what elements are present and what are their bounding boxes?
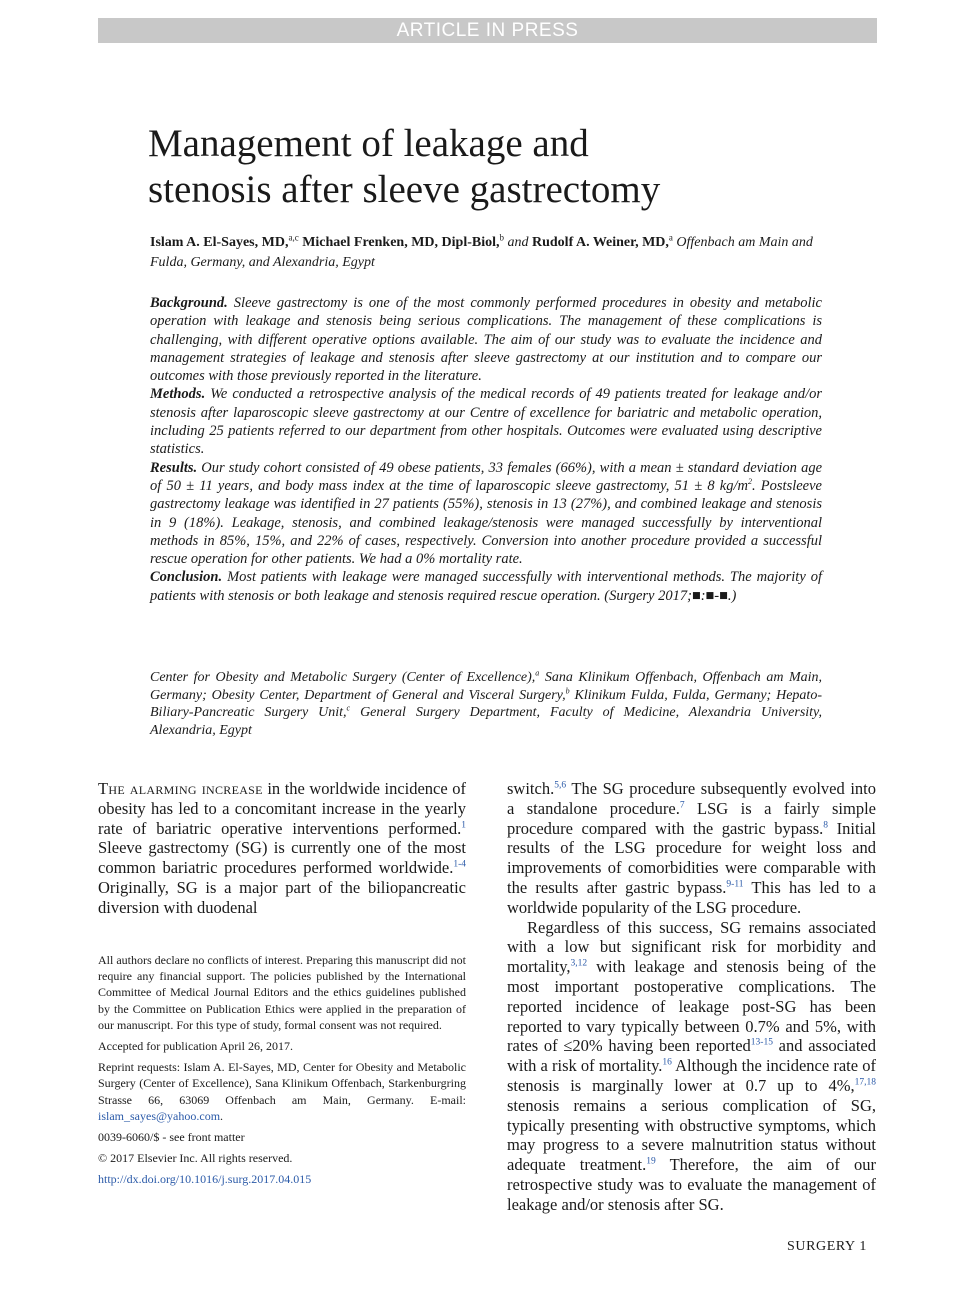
paragraph-2: Regardless of this success, SG remains a… [507,918,876,1215]
citation-link[interactable]: 13-15 [750,1037,773,1048]
p2-text-2: with leakage and stenosis being of the m… [507,957,877,1056]
citation-link[interactable]: 16 [662,1057,672,1068]
affil-text-4: General Surgery Department, Faculty of M… [150,705,822,738]
p2-text-5: stenosis remains a serious complication … [507,1095,876,1175]
citation-link[interactable]: 1 [461,820,466,831]
reprint-end: . [220,1108,224,1123]
author-location: Offenbach am Main and Fulda, Germany, an… [150,235,813,270]
p2-text-6: Therefore, the aim of our retrospective … [507,1155,876,1214]
abstract: Background. Sleeve gastrectomy is one of… [150,294,822,605]
author-list: Islam A. El-Sayes, MD,a,c Michael Frenke… [150,233,830,273]
conclusion-text: Most patients with leakage were managed … [150,569,822,604]
author-3: Rudolf A. Weiner, MD, [532,235,669,250]
author-conjunction: and [507,235,529,250]
doi-link[interactable]: http://dx.doi.org/10.1016/j.surg.2017.04… [98,1172,312,1187]
p1-text-2: The SG procedure subsequently evolved in… [507,779,877,818]
affil-sup-c: c [346,703,351,713]
author-2: Michael Frenken, MD, Dipl-Biol, [302,235,500,250]
abstract-background: Background. Sleeve gastrectomy is one of… [150,294,822,385]
title-line-1: Management of leakage and [148,122,589,165]
affiliations: Center for Obesity and Metabolic Surgery… [150,669,822,739]
author-2-affil: b [499,232,505,243]
reprint-text: Reprint requests: Islam A. El-Sayes, MD,… [98,1060,466,1107]
affil-sup-b: b [565,685,570,695]
results-superscript: 2 [747,477,752,487]
article-notes: All authors declare no conflicts of inte… [98,952,466,1193]
p2-text-1: Regardless of this success, SG remains a… [507,917,876,977]
p2-text-4: Although the incidence rate of stenosis … [507,1056,876,1095]
author-3-affil: a [668,232,673,243]
accepted-date: Accepted for publication April 26, 2017. [98,1039,293,1054]
citation-link[interactable]: 8 [823,820,829,831]
p1-text-4: Initial results of the LSG procedure for… [507,818,877,897]
author-1-affil: a,c [288,232,299,243]
body-column-right: switch.5,6 The SG procedure subsequently… [507,779,876,1215]
affil-sup-a: a [535,668,540,678]
intro-text-3: Originally, SG is a major part of the bi… [98,877,466,917]
reprint-requests: Reprint requests: Islam A. El-Sayes, MD,… [98,1059,466,1124]
citation-link[interactable]: 3,12 [570,958,588,969]
copyright-line: © 2017 Elsevier Inc. All rights reserved… [98,1151,293,1166]
article-in-press-banner: ARTICLE IN PRESS [98,18,877,43]
affil-text-1: Center for Obesity and Metabolic Surgery… [150,670,536,685]
affil-text-2: Sana Klinikum Offenbach, Offenbach am Ma… [150,670,822,703]
citation-link[interactable]: 1-4 [453,859,466,870]
results-text-b: . Postsleeve gastrectomy leakage was ide… [150,477,822,568]
issn-line: 0039-6060/$ - see front matter [98,1130,245,1145]
p1-text-1: switch. [507,779,555,798]
background-label: Background. [150,295,228,311]
article-title: Management of leakage and stenosis after… [148,121,868,213]
methods-label: Methods. [150,386,206,403]
results-text-a: Our study cohort consisted of 49 obese p… [150,459,823,494]
methods-text: We conducted a retrospective analysis of… [150,386,823,458]
citation-link[interactable]: 17,18 [854,1077,876,1088]
author-1: Islam A. El-Sayes, MD, [150,235,289,250]
email-link[interactable]: islam_sayes@yahoo.com [98,1108,221,1123]
intro-text-2: Sleeve gastrectomy (SG) is currently one… [98,838,466,878]
lead-in-text: The alarming increase [98,779,263,798]
conclusion-label: Conclusion. [150,569,223,586]
title-line-2: stenosis after sleeve gastrectomy [148,168,661,211]
citation-link[interactable]: 7 [679,800,685,811]
citation-link[interactable]: 9-11 [726,879,744,890]
paragraph-1-continued: switch.5,6 The SG procedure subsequently… [507,779,876,918]
p2-text-3: and associated with a risk of mortality. [507,1036,877,1076]
intro-text-1: in the worldwide incidence of obesity ha… [98,779,466,838]
results-label: Results. [150,459,198,476]
citation-link[interactable]: 5,6 [554,780,567,791]
affil-text-3: Klinikum Fulda, Fulda, Germany; Hepato-B… [150,687,822,721]
intro-paragraph: The alarming increase in the worldwide i… [98,779,466,918]
background-text: Sleeve gastrectomy is one of the most co… [150,295,822,385]
p1-text-3: LSG is a fairly simple procedure compare… [507,798,877,838]
abstract-results: Results. Our study cohort consisted of 4… [150,459,822,569]
p1-text-5: This has led to a worldwide popularity o… [507,877,876,917]
abstract-conclusion: Conclusion. Most patients with leakage w… [150,568,822,605]
citation-link[interactable]: 19 [646,1156,656,1167]
abstract-methods: Methods. We conducted a retrospective an… [150,385,822,458]
disclosure-note: All authors declare no conflicts of inte… [98,953,466,1032]
body-column-left: The alarming increase in the worldwide i… [98,779,466,918]
page-footer: SURGERY 1 [787,1239,867,1254]
